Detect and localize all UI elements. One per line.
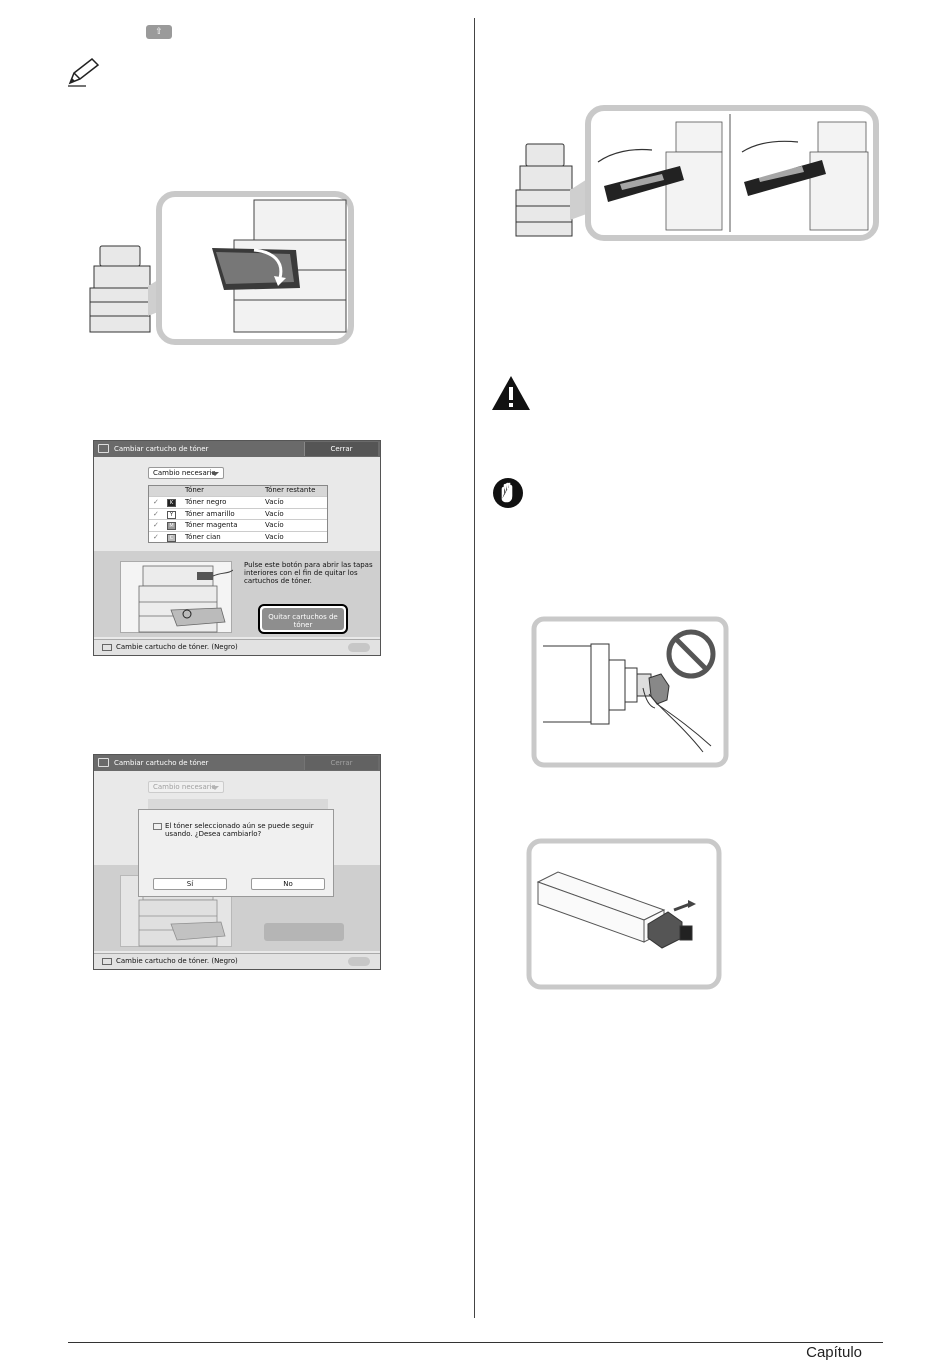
toner-name: Tóner cian [185,532,221,541]
disabled-remove-button [264,923,344,941]
table-row[interactable]: ✓ Y Tóner amarillo Vacío [149,507,327,520]
table-row[interactable]: ✓ C Tóner cian Vacío [149,530,327,543]
status-message: Cambie cartucho de tóner. (Negro) [116,643,238,651]
column-divider [474,18,475,1318]
status-bar: Cambie cartucho de tóner. (Negro) [94,639,380,655]
toner-change-screen: Cambiar cartucho de tóner Cerrar Cambio … [93,440,381,656]
screen-title-bar: Cambiar cartucho de tóner [94,755,380,771]
remove-toner-button-label: Quitar cartuchos de tóner [262,608,344,630]
disabled-table-header [148,799,328,809]
toner-color-badge: K [167,499,176,507]
no-button[interactable]: No [251,878,325,890]
close-button[interactable]: Cerrar [304,756,378,770]
stop-hand-icon [493,478,523,508]
pencil-note-icon [68,58,100,87]
table-row[interactable]: ✓ M Tóner magenta Vacío [149,519,327,531]
reset-key-icon: ⇧ [146,25,172,39]
toner-remaining: Vacío [265,532,284,541]
remove-toner-button[interactable]: Quitar cartuchos de tóner [258,604,348,634]
chevron-down-icon [211,786,219,790]
status-indicator [348,957,370,966]
toner-name: Tóner amarillo [185,509,235,518]
filter-dropdown-value: Cambio necesario [153,469,216,477]
filter-dropdown[interactable]: Cambio necesario [148,781,224,793]
remove-cartridge-illustration [512,102,880,242]
status-message: Cambie cartucho de tóner. (Negro) [116,957,238,965]
filter-dropdown[interactable]: Cambio necesario [148,467,224,479]
screen-title: Cambiar cartucho de tóner [114,759,209,767]
table-header: Tóner Tóner restante [149,486,327,496]
toner-color-badge: M [167,522,176,530]
toner-remaining: Vacío [265,498,284,506]
toner-name: Tóner negro [185,498,227,506]
toner-screen-icon [98,758,109,767]
toner-screen-icon [98,444,109,453]
toner-table: Tóner Tóner restante ✓ K Tóner negro Vac… [148,485,328,543]
status-icon [102,958,112,965]
do-not-touch-illustration [531,616,729,768]
footer-chapter: Capítulo [806,1344,862,1361]
front-cover-illustration [84,190,356,346]
prohibited-icon [666,629,716,679]
checkmark-icon: ✓ [153,509,159,518]
table-row[interactable]: ✓ K Tóner negro Vacío [149,496,327,508]
warning-triangle-icon [492,376,530,410]
toner-box-illustration [526,838,722,990]
status-indicator [348,643,370,652]
close-button[interactable]: Cerrar [304,442,378,456]
chevron-down-icon [211,472,219,476]
dialog-message: El tóner seleccionado aún se puede segui… [165,822,314,838]
checkmark-icon: ✓ [153,532,159,541]
status-icon [102,644,112,651]
screen-title: Cambiar cartucho de tóner [114,445,209,453]
machine-illustration [120,561,234,633]
toner-remaining: Vacío [265,521,284,529]
footer-rule [68,1342,883,1343]
toner-confirm-screen: Cambiar cartucho de tóner Cerrar Cambio … [93,754,381,970]
toner-color-badge: Y [167,510,176,519]
checkmark-icon: ✓ [153,498,159,506]
status-bar: Cambie cartucho de tóner. (Negro) [94,953,380,969]
toner-color-badge: C [167,533,176,542]
toner-name: Tóner magenta [185,521,238,529]
instruction-text: Pulse este botón para abrir las tapas in… [244,561,373,585]
filter-dropdown-value: Cambio necesario [153,783,216,791]
yes-button[interactable]: Sí [153,878,227,890]
header-remaining: Tóner restante [265,486,316,494]
toner-remaining: Vacío [265,509,284,518]
info-icon [153,823,162,830]
header-toner: Tóner [185,486,204,494]
confirm-dialog: El tóner seleccionado aún se puede segui… [138,809,334,897]
checkmark-icon: ✓ [153,521,159,529]
